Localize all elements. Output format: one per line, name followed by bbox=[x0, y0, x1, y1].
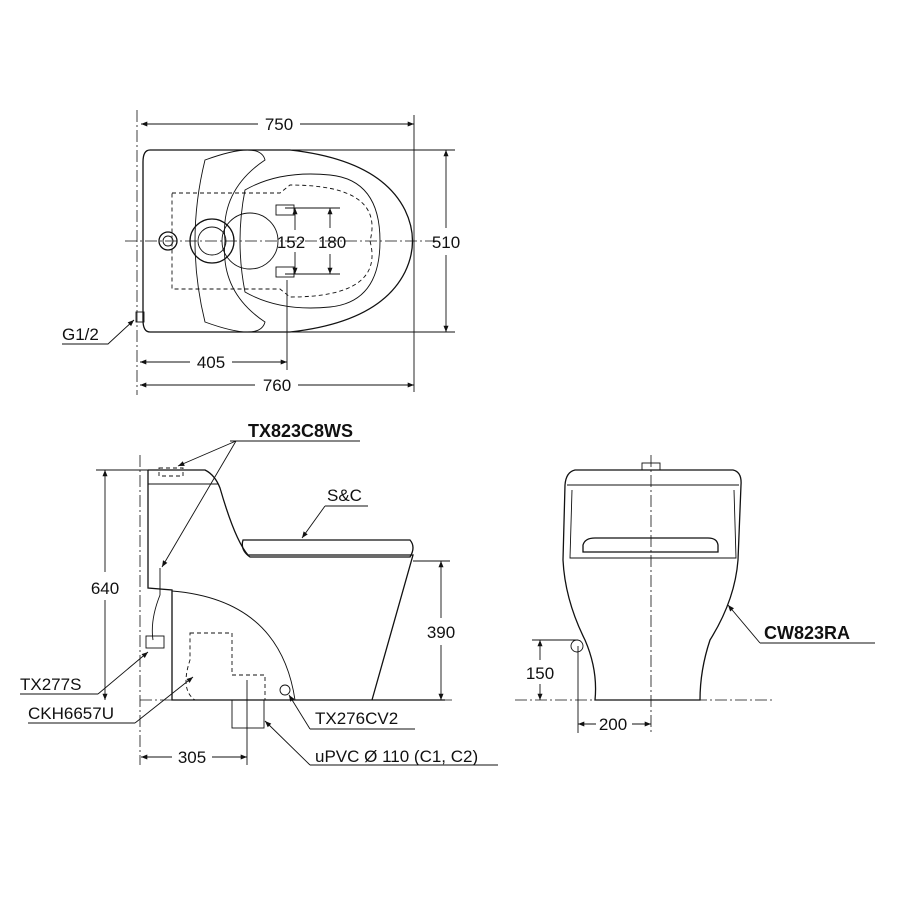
label-tx823c8ws: TX823C8WS bbox=[248, 421, 353, 441]
label-ckh6657u: CKH6657U bbox=[28, 704, 114, 723]
front-view-outline bbox=[562, 462, 742, 701]
label-cw823ra: CW823RA bbox=[764, 623, 850, 643]
label-s-and-c: S&C bbox=[327, 486, 362, 505]
top-view-outline bbox=[142, 149, 414, 333]
dim-510: 510 bbox=[432, 233, 460, 252]
label-g1-2: G1/2 bbox=[62, 325, 99, 344]
dim-152: 152 bbox=[277, 233, 305, 252]
dim-390: 390 bbox=[427, 623, 455, 642]
label-tx276cv2: TX276CV2 bbox=[315, 709, 398, 728]
front-view: CW823RA 150 200 bbox=[515, 455, 875, 735]
dim-180: 180 bbox=[318, 233, 346, 252]
dim-150: 150 bbox=[526, 664, 554, 683]
label-upvc-drain: uPVC Ø 110 (C1, C2) bbox=[315, 747, 478, 766]
dim-760: 760 bbox=[263, 376, 291, 395]
dim-750: 750 bbox=[265, 115, 293, 134]
dim-405: 405 bbox=[197, 353, 225, 372]
dim-305: 305 bbox=[178, 748, 206, 767]
dim-200: 200 bbox=[599, 715, 627, 734]
dim-640: 640 bbox=[91, 579, 119, 598]
top-view: 750 510 152 180 405 760 G1/2 bbox=[62, 110, 460, 395]
side-view: TX823C8WS S&C 640 390 TX277S CKH6657U TX… bbox=[20, 421, 498, 767]
label-tx277s: TX277S bbox=[20, 675, 81, 694]
side-view-outline bbox=[145, 467, 445, 729]
